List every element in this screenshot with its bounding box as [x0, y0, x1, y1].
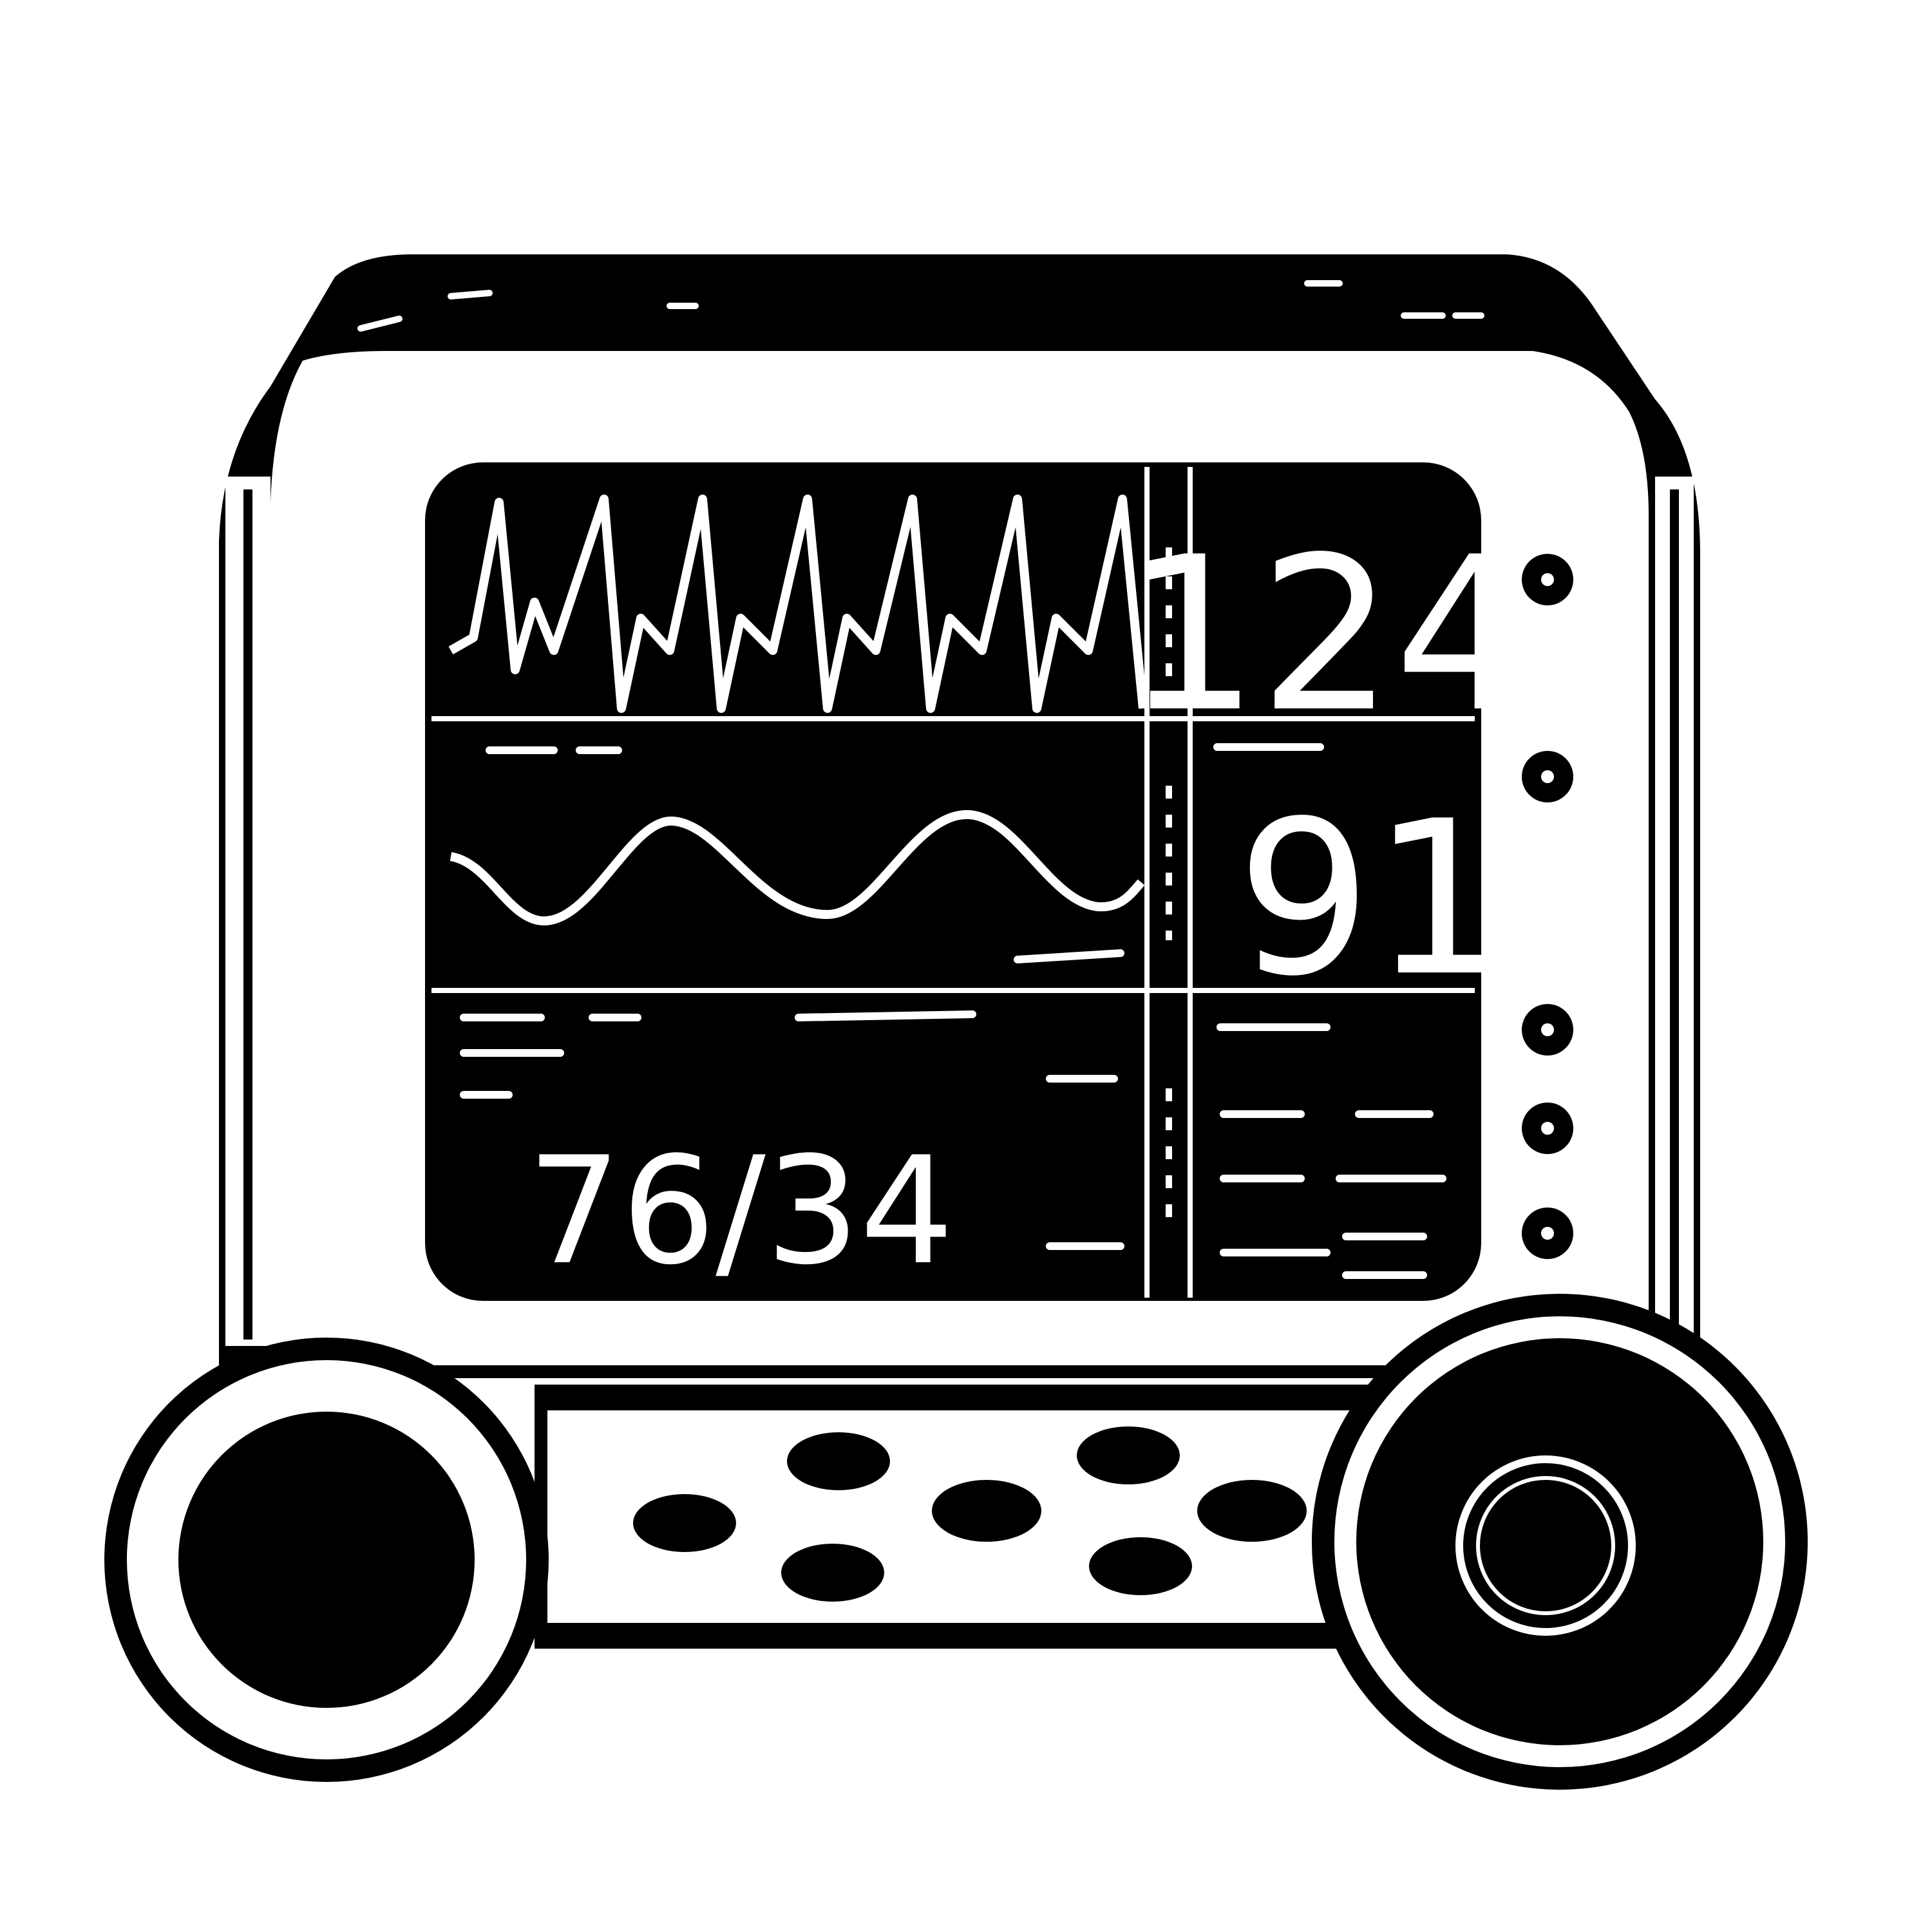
- side-button[interactable]: [1522, 1103, 1573, 1154]
- right-knob[interactable]: [1312, 1294, 1808, 1790]
- panel-button[interactable]: [1077, 1426, 1180, 1484]
- panel-button[interactable]: [1089, 1537, 1192, 1595]
- side-button[interactable]: [1522, 554, 1573, 605]
- panel-button[interactable]: [787, 1432, 890, 1490]
- side-button[interactable]: [1522, 751, 1573, 802]
- monitor-screen: 124 91 76/34: [425, 462, 1530, 1301]
- side-buttons: [1522, 554, 1573, 1259]
- side-button[interactable]: [1522, 1208, 1573, 1259]
- ecg-waveform: [448, 495, 1148, 713]
- left-knob[interactable]: [104, 1338, 549, 1782]
- control-panel: [535, 1385, 1378, 1649]
- pleth-waveform: [450, 810, 1145, 926]
- side-button[interactable]: [1522, 1004, 1573, 1056]
- panel-button[interactable]: [633, 1494, 736, 1552]
- blood-pressure-value: 76/34: [527, 1126, 954, 1298]
- panel-button[interactable]: [932, 1480, 1041, 1542]
- heart-rate-value: 124: [1124, 511, 1530, 759]
- panel-button[interactable]: [1197, 1480, 1307, 1542]
- screen-labels: [460, 743, 1446, 1279]
- spo2-value: 91: [1236, 775, 1507, 1023]
- panel-button[interactable]: [781, 1544, 884, 1602]
